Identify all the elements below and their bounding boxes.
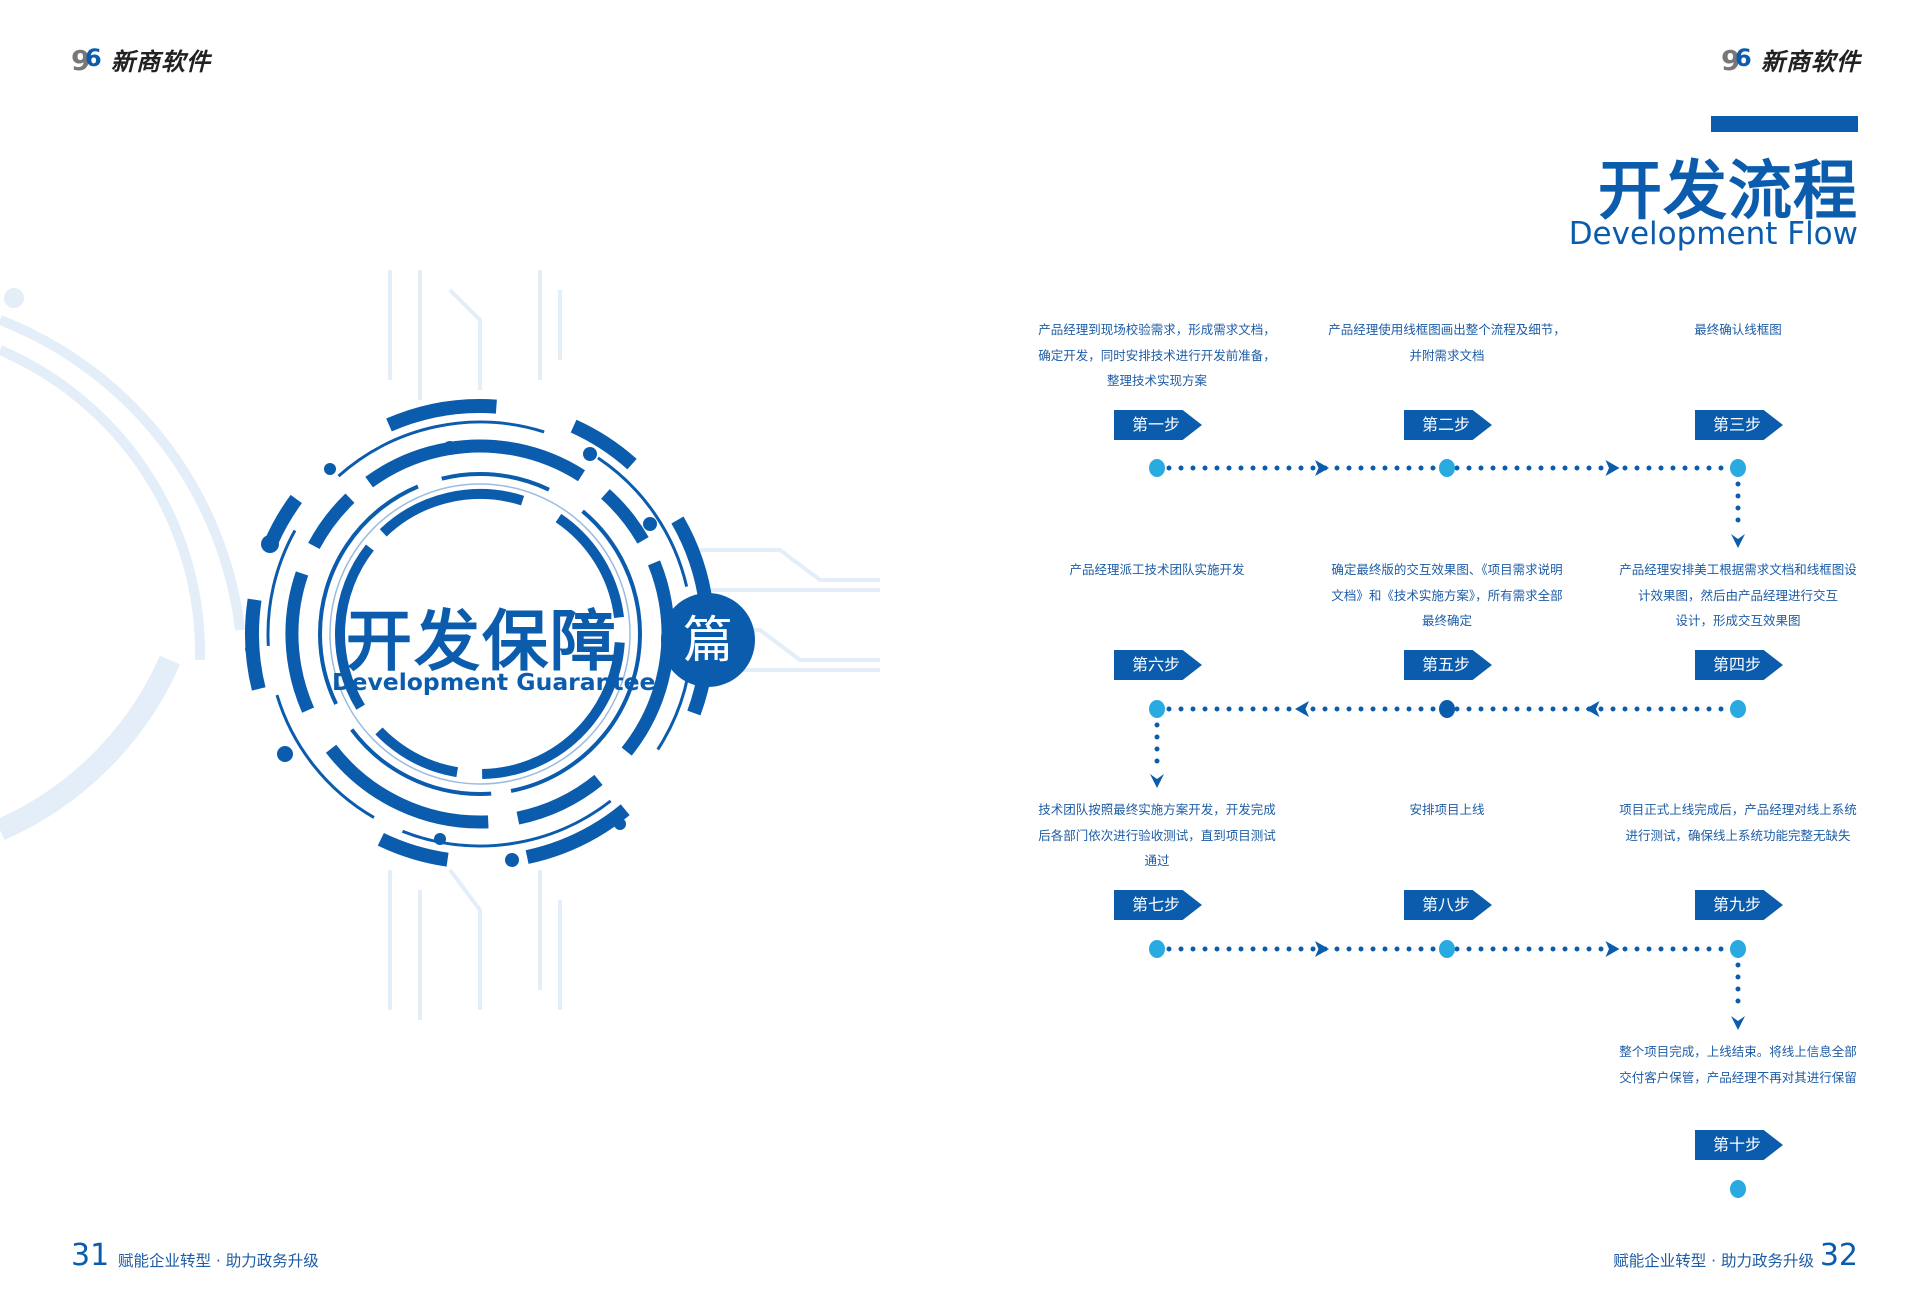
- step-badge: 第五步: [1404, 650, 1492, 680]
- step-description-line: 安排项目上线: [1409, 802, 1485, 817]
- pale-circuit-lines: [0, 270, 880, 1020]
- step-description-line: 整个项目完成，上线结束。将线上信息全部: [1619, 1044, 1857, 1059]
- svg-text:6: 6: [85, 44, 102, 72]
- footer-slogan-right: 赋能企业转型 · 助力政务升级: [1613, 1252, 1814, 1270]
- arrow-icon: [1295, 701, 1309, 717]
- arrow-down-icon: [1150, 774, 1164, 788]
- arrow-icon: [1605, 941, 1620, 957]
- step-description-line: 计效果图，然后由产品经理进行交互: [1637, 587, 1838, 603]
- step-description: 产品经理安排美工根据需求文档和线框图设计效果图，然后由产品经理进行交互设计，形成…: [1603, 557, 1873, 634]
- step-node: [1149, 700, 1165, 718]
- step-description-line: 交付客户保管，产品经理不再对其进行保留: [1619, 1069, 1857, 1085]
- page-number-right: 32: [1819, 1238, 1858, 1273]
- step-description-line: 产品经理使用线框图画出整个流程及细节，: [1328, 322, 1566, 337]
- arrow-icon: [1315, 460, 1329, 476]
- step-node: [1730, 1180, 1746, 1198]
- arrow-down-icon: [1731, 1016, 1745, 1030]
- step-description-line: 后各部门依次进行验收测试，直到项目测试: [1038, 827, 1276, 843]
- step-description: 整个项目完成，上线结束。将线上信息全部交付客户保管，产品经理不再对其进行保留: [1603, 1039, 1873, 1090]
- step-description: 最终确认线框图: [1603, 317, 1873, 343]
- step-badge: 第九步: [1695, 890, 1783, 920]
- step-node: [1439, 700, 1455, 718]
- step-node: [1730, 459, 1746, 477]
- step-description: 确定最终版的交互效果图、《项目需求说明文档》和《技术实施方案》，所有需求全部最终…: [1312, 557, 1582, 634]
- arrow-icon: [1585, 701, 1600, 717]
- circuit-circle-graphic: [0, 270, 880, 1020]
- step-description: 产品经理使用线框图画出整个流程及细节， 并附需求文档: [1312, 317, 1582, 368]
- arrow-icon: [1605, 460, 1620, 476]
- step-description-line: 产品经理到现场校验需求，形成需求文档，: [1038, 322, 1276, 337]
- step-badge: 第六步: [1114, 650, 1202, 680]
- step-node: [1439, 459, 1455, 477]
- step-node: [1149, 940, 1165, 958]
- step-description-line: 项目正式上线完成后，产品经理对线上系统: [1619, 802, 1857, 817]
- step-description: 安排项目上线: [1312, 797, 1582, 823]
- step-description-line: 设计，形成交互效果图: [1675, 613, 1801, 628]
- step-description-line: 文档》和《技术实施方案》，所有需求全部: [1331, 587, 1563, 603]
- footer-slogan-left: 赋能企业转型 · 助力政务升级: [118, 1252, 319, 1270]
- step-description-line: 并附需求文档: [1409, 347, 1485, 363]
- svg-text:9: 9: [1721, 44, 1740, 76]
- step-description-line: 确定最终版的交互效果图、《项目需求说明: [1331, 562, 1563, 577]
- svg-text:9: 9: [71, 44, 90, 76]
- logo-mark-icon: 96: [1721, 44, 1752, 76]
- step-description: 产品经理派工技术团队实施开发: [1022, 557, 1292, 583]
- cover-title-cn: 开发保障: [346, 603, 618, 680]
- step-description-line: 技术团队按照最终实施方案开发，开发完成: [1038, 802, 1276, 817]
- title-accent-bar: [1711, 116, 1858, 132]
- page-subtitle: Development Flow: [1568, 216, 1858, 252]
- logo-mark-icon: 96: [71, 44, 102, 76]
- step-description: 产品经理到现场校验需求，形成需求文档， 确定开发，同时安排技术进行开发前准备， 整理…: [1022, 317, 1292, 394]
- step-description-line: 通过: [1144, 853, 1170, 868]
- step-description-line: 整理技术实现方案: [1106, 373, 1207, 388]
- step-node: [1149, 459, 1165, 477]
- step-badge: 第四步: [1695, 650, 1783, 680]
- step-badge: 第七步: [1114, 890, 1202, 920]
- step-badge: 第一步: [1114, 410, 1202, 440]
- step-description-line: 进行测试，确保线上系统功能完整无缺失: [1625, 827, 1851, 843]
- logo-text: 新商软件: [1761, 47, 1861, 76]
- step-node: [1730, 700, 1746, 718]
- step-badge: 第二步: [1404, 410, 1492, 440]
- cover-suffix-badge: 篇: [661, 593, 755, 687]
- arrow-down-icon: [1731, 534, 1745, 548]
- step-description-line: 最终确认线框图: [1694, 322, 1782, 337]
- arrow-icon: [1315, 941, 1329, 957]
- step-description-line: 最终确定: [1421, 613, 1472, 628]
- step-badge: 第三步: [1695, 410, 1783, 440]
- step-description: 项目正式上线完成后，产品经理对线上系统进行测试，确保线上系统功能完整无缺失: [1603, 797, 1873, 848]
- step-description-line: 产品经理安排美工根据需求文档和线框图设: [1619, 562, 1857, 577]
- cover-title-en: Development Guarantee: [332, 668, 656, 696]
- page-title: 开发流程: [1598, 155, 1858, 229]
- step-description: 技术团队按照最终实施方案开发，开发完成后各部门依次进行验收测试，直到项目测试通过: [1022, 797, 1292, 874]
- step-description-line: 确定开发，同时安排技术进行开发前准备，: [1038, 347, 1276, 363]
- svg-text:6: 6: [1735, 44, 1752, 72]
- step-badge: 第十步: [1695, 1130, 1783, 1160]
- step-node: [1730, 940, 1746, 958]
- logo-text: 新商软件: [111, 47, 211, 76]
- step-node: [1439, 940, 1455, 958]
- step-badge: 第八步: [1404, 890, 1492, 920]
- step-description-line: 产品经理派工技术团队实施开发: [1069, 562, 1245, 577]
- page-number-left: 31: [71, 1238, 110, 1273]
